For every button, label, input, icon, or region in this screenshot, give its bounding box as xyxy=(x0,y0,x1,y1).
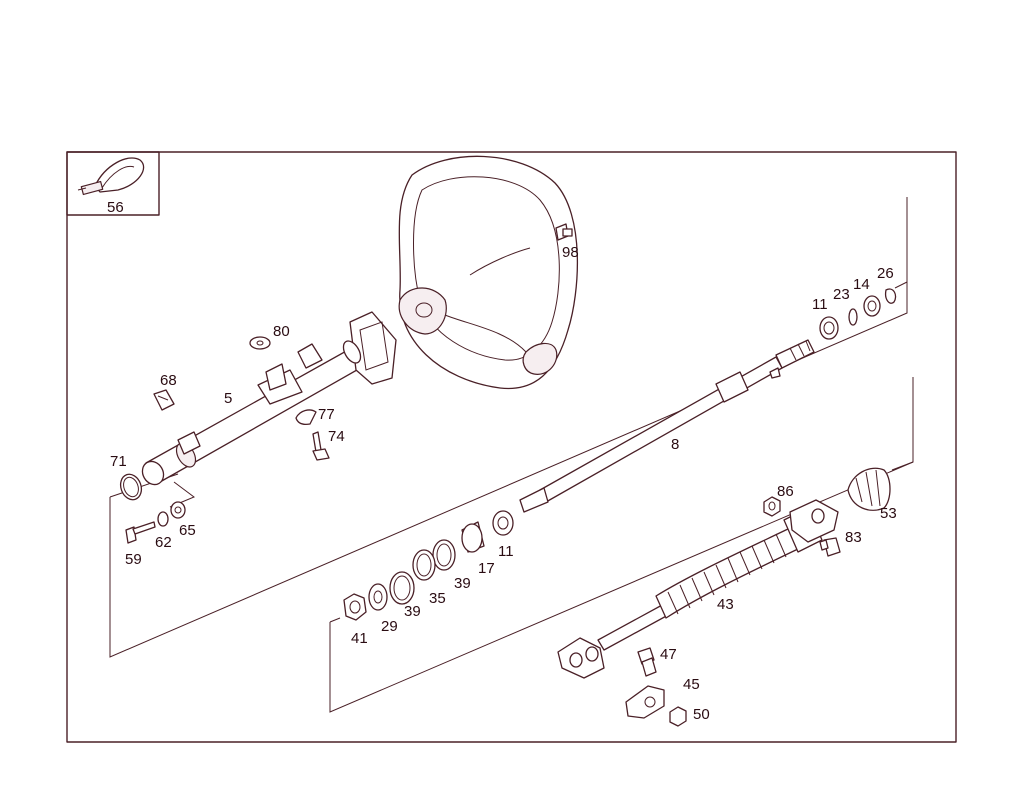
callout-80: 80 xyxy=(273,323,290,340)
part-47-bolt[interactable] xyxy=(637,647,657,677)
callout-53: 53 xyxy=(880,505,897,522)
callout-5: 5 xyxy=(224,390,232,407)
part-65-washer[interactable] xyxy=(170,501,186,519)
part-43-intermediate-shaft[interactable] xyxy=(597,507,823,651)
callout-77: 77 xyxy=(318,406,335,423)
bracket-lower-arm-left xyxy=(329,617,341,623)
part-74-bolt[interactable] xyxy=(312,431,330,461)
callout-35: 35 xyxy=(429,590,446,607)
universal-joint-upper[interactable] xyxy=(789,499,839,543)
callout-65: 65 xyxy=(179,522,196,539)
callout-98: 98 xyxy=(562,244,579,261)
part-5-column-jacket[interactable] xyxy=(138,311,397,488)
steering-wheel[interactable] xyxy=(398,155,579,390)
part-68-clip[interactable] xyxy=(153,389,175,411)
callout-43: 43 xyxy=(717,596,734,613)
part-45-clamp[interactable] xyxy=(625,685,665,719)
callout-26: 26 xyxy=(877,265,894,282)
callout-62: 62 xyxy=(155,534,172,551)
callout-39-right: 39 xyxy=(454,575,471,592)
part-11-bushing-upper[interactable] xyxy=(819,316,839,340)
diagram-frame xyxy=(66,151,957,743)
part-71-ring[interactable] xyxy=(117,471,145,502)
callout-56: 56 xyxy=(107,199,124,216)
bracket-lower-group xyxy=(329,377,914,713)
bracket-lower-arm-right xyxy=(891,461,914,471)
callout-14: 14 xyxy=(853,276,870,293)
callout-39-left: 39 xyxy=(404,603,421,620)
part-80-washer[interactable] xyxy=(249,336,271,350)
callout-41: 41 xyxy=(351,630,368,647)
part-29-lock-washer[interactable] xyxy=(368,583,388,611)
part-98-screw[interactable] xyxy=(555,223,573,241)
part-14-nut[interactable] xyxy=(863,295,881,317)
part-59-bolt[interactable] xyxy=(125,521,156,544)
part-56-cable-tie[interactable] xyxy=(77,157,145,196)
part-50-nut[interactable] xyxy=(669,706,687,727)
callout-83: 83 xyxy=(845,529,862,546)
part-86-nut[interactable] xyxy=(763,496,781,517)
callout-71: 71 xyxy=(110,453,127,470)
callout-59: 59 xyxy=(125,551,142,568)
callout-17: 17 xyxy=(478,560,495,577)
part-8-steering-shaft[interactable] xyxy=(519,339,815,513)
part-41-nut[interactable] xyxy=(343,593,367,621)
part-77-plate[interactable] xyxy=(295,409,317,425)
inset-box-56 xyxy=(66,151,160,216)
universal-joint-lower[interactable] xyxy=(557,637,605,679)
part-23-ring[interactable] xyxy=(848,308,858,326)
callout-11-lower: 11 xyxy=(498,543,514,560)
part-83-bolt[interactable] xyxy=(819,537,841,557)
part-26-circlip[interactable] xyxy=(884,288,897,304)
part-11-bushing-lower[interactable] xyxy=(492,510,514,536)
callout-50: 50 xyxy=(693,706,710,723)
callout-74: 74 xyxy=(328,428,345,445)
callout-11-upper: 11 xyxy=(812,296,828,313)
callout-86: 86 xyxy=(777,483,794,500)
part-17-sleeve[interactable] xyxy=(461,521,485,553)
bracket-upper-group xyxy=(109,197,908,658)
callout-45: 45 xyxy=(683,676,700,693)
part-39-ring-left[interactable] xyxy=(389,571,415,605)
callout-23: 23 xyxy=(833,286,850,303)
bracket-upper-arm-right xyxy=(894,281,908,289)
callout-29: 29 xyxy=(381,618,398,635)
part-53-boot[interactable] xyxy=(847,467,891,511)
callout-47: 47 xyxy=(660,646,677,663)
part-35-ring[interactable] xyxy=(412,549,436,581)
part-62-washer[interactable] xyxy=(157,511,169,527)
part-39-ring-right[interactable] xyxy=(432,539,456,571)
callout-8: 8 xyxy=(671,436,679,453)
callout-68: 68 xyxy=(160,372,177,389)
